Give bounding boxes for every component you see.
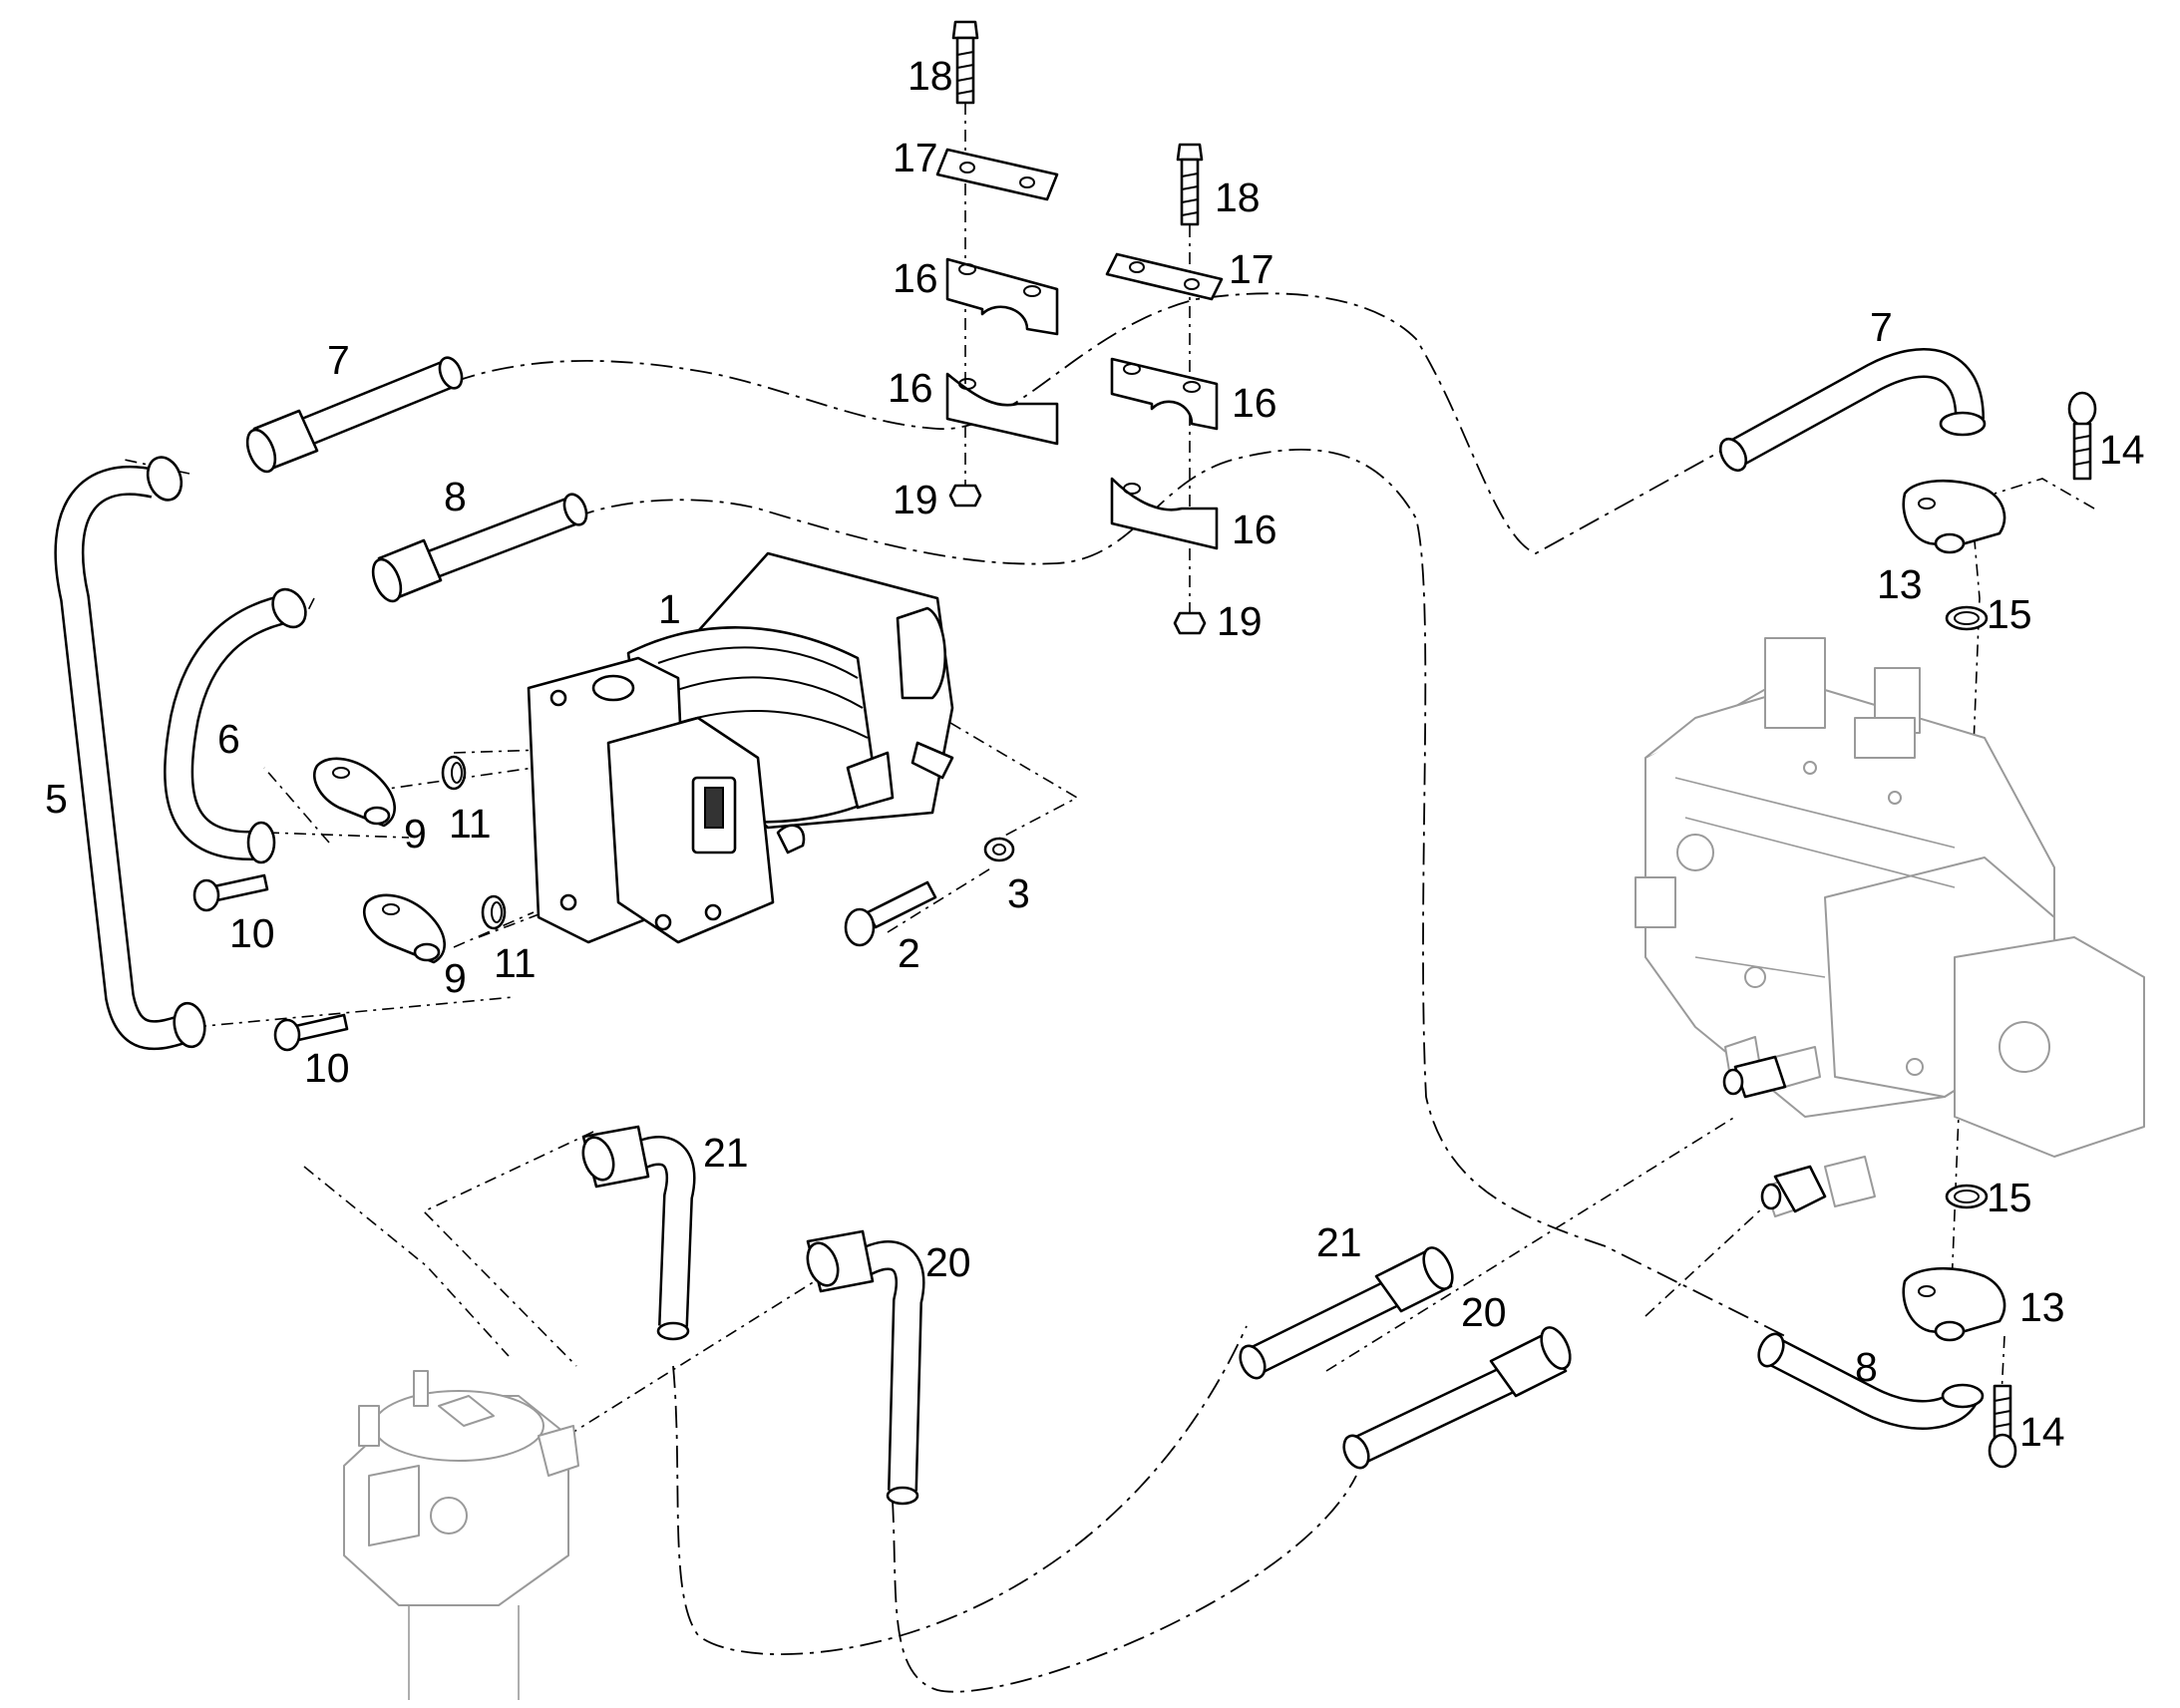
callout-3: 3 [1007,870,1030,916]
callout-16-a: 16 [893,255,938,301]
callout-11-lower: 11 [494,940,537,986]
screw-14-upper [2067,391,2097,481]
hose-7-left [245,356,464,474]
callout-labels: 1 2 3 5 6 7 7 8 8 9 9 10 10 11 11 13 13 … [45,53,2145,1455]
connection-lines [119,22,2095,1693]
callout-6: 6 [217,716,240,762]
callout-19-right: 19 [1217,598,1263,644]
o-ring-15-upper [1945,605,1989,631]
hose-6 [164,587,307,864]
screw-2 [844,880,937,947]
flange-clamp-9-upper [312,757,396,828]
callout-13-lower: 13 [2019,1284,2065,1330]
callout-20-left: 20 [925,1239,971,1285]
callout-16-c: 16 [1232,380,1277,426]
hose-7-right [1718,348,1987,473]
callout-18-right: 18 [1215,174,1261,220]
hose-5 [54,456,206,1051]
hose-8-left [371,493,588,603]
screw-10-upper [192,873,269,912]
callout-16-d: 16 [1232,507,1277,552]
nut-19-left [948,484,982,508]
callout-5: 5 [45,776,68,822]
plate-17-left [935,148,1059,201]
callout-18-left: 18 [908,53,953,99]
callout-2: 2 [898,930,920,976]
o-ring-11-lower [481,894,507,930]
callout-14-upper: 14 [2099,427,2145,473]
callout-8-left: 8 [444,474,467,519]
clamp-half-16-lower-left [945,372,1059,446]
callout-10-lower: 10 [304,1045,350,1091]
callout-15-lower: 15 [1987,1175,2032,1220]
callout-17-left: 17 [893,135,938,180]
callout-9-upper: 9 [404,811,427,856]
fittings-pump [1722,1055,1827,1213]
flange-clamp-13-upper [1902,479,2006,554]
callout-14-lower: 14 [2019,1409,2065,1455]
flange-clamp-13-lower [1902,1266,2006,1342]
bolt-18-right [1176,143,1204,226]
hose-20-left [806,1229,925,1506]
hydraulic-motor-1 [527,551,954,944]
hose-20-right [1342,1326,1572,1470]
hydraulic-pump-assembly [1635,637,2145,1217]
o-ring-15-lower [1945,1184,1989,1209]
callout-20-right: 20 [1461,1289,1507,1335]
callout-7-left: 7 [327,337,350,383]
clamp-half-16-upper-right [1110,357,1219,431]
callout-16-b: 16 [888,365,933,411]
clamp-half-16-upper-left [945,257,1059,336]
bolt-18-left [951,20,979,105]
callout-9-lower: 9 [444,955,467,1001]
callout-11-upper: 11 [449,801,492,847]
filter-housing [343,1370,579,1700]
hose-8-right [1757,1332,1985,1430]
callout-8-right: 8 [1855,1344,1878,1390]
plate-17-right [1105,252,1224,301]
clamp-half-16-lower-right [1110,477,1219,550]
washer-3 [983,837,1015,862]
callout-13-upper: 13 [1877,561,1923,607]
o-ring-11-upper [441,755,467,791]
callout-1: 1 [658,586,681,632]
nut-19-right [1173,611,1207,635]
callout-15-upper: 15 [1987,591,2032,637]
hose-21-right [1239,1246,1454,1380]
callout-21-right: 21 [1316,1219,1362,1265]
callout-10-upper: 10 [229,910,275,956]
callout-21-left: 21 [703,1130,749,1176]
screw-10-lower [273,1013,349,1052]
screw-14-lower [1988,1384,2017,1469]
callout-17-right: 17 [1229,246,1274,292]
hose-21-left [581,1125,696,1341]
callout-19-left: 19 [893,477,938,522]
callout-7-right: 7 [1870,304,1893,350]
flange-clamp-9-lower [362,893,446,964]
